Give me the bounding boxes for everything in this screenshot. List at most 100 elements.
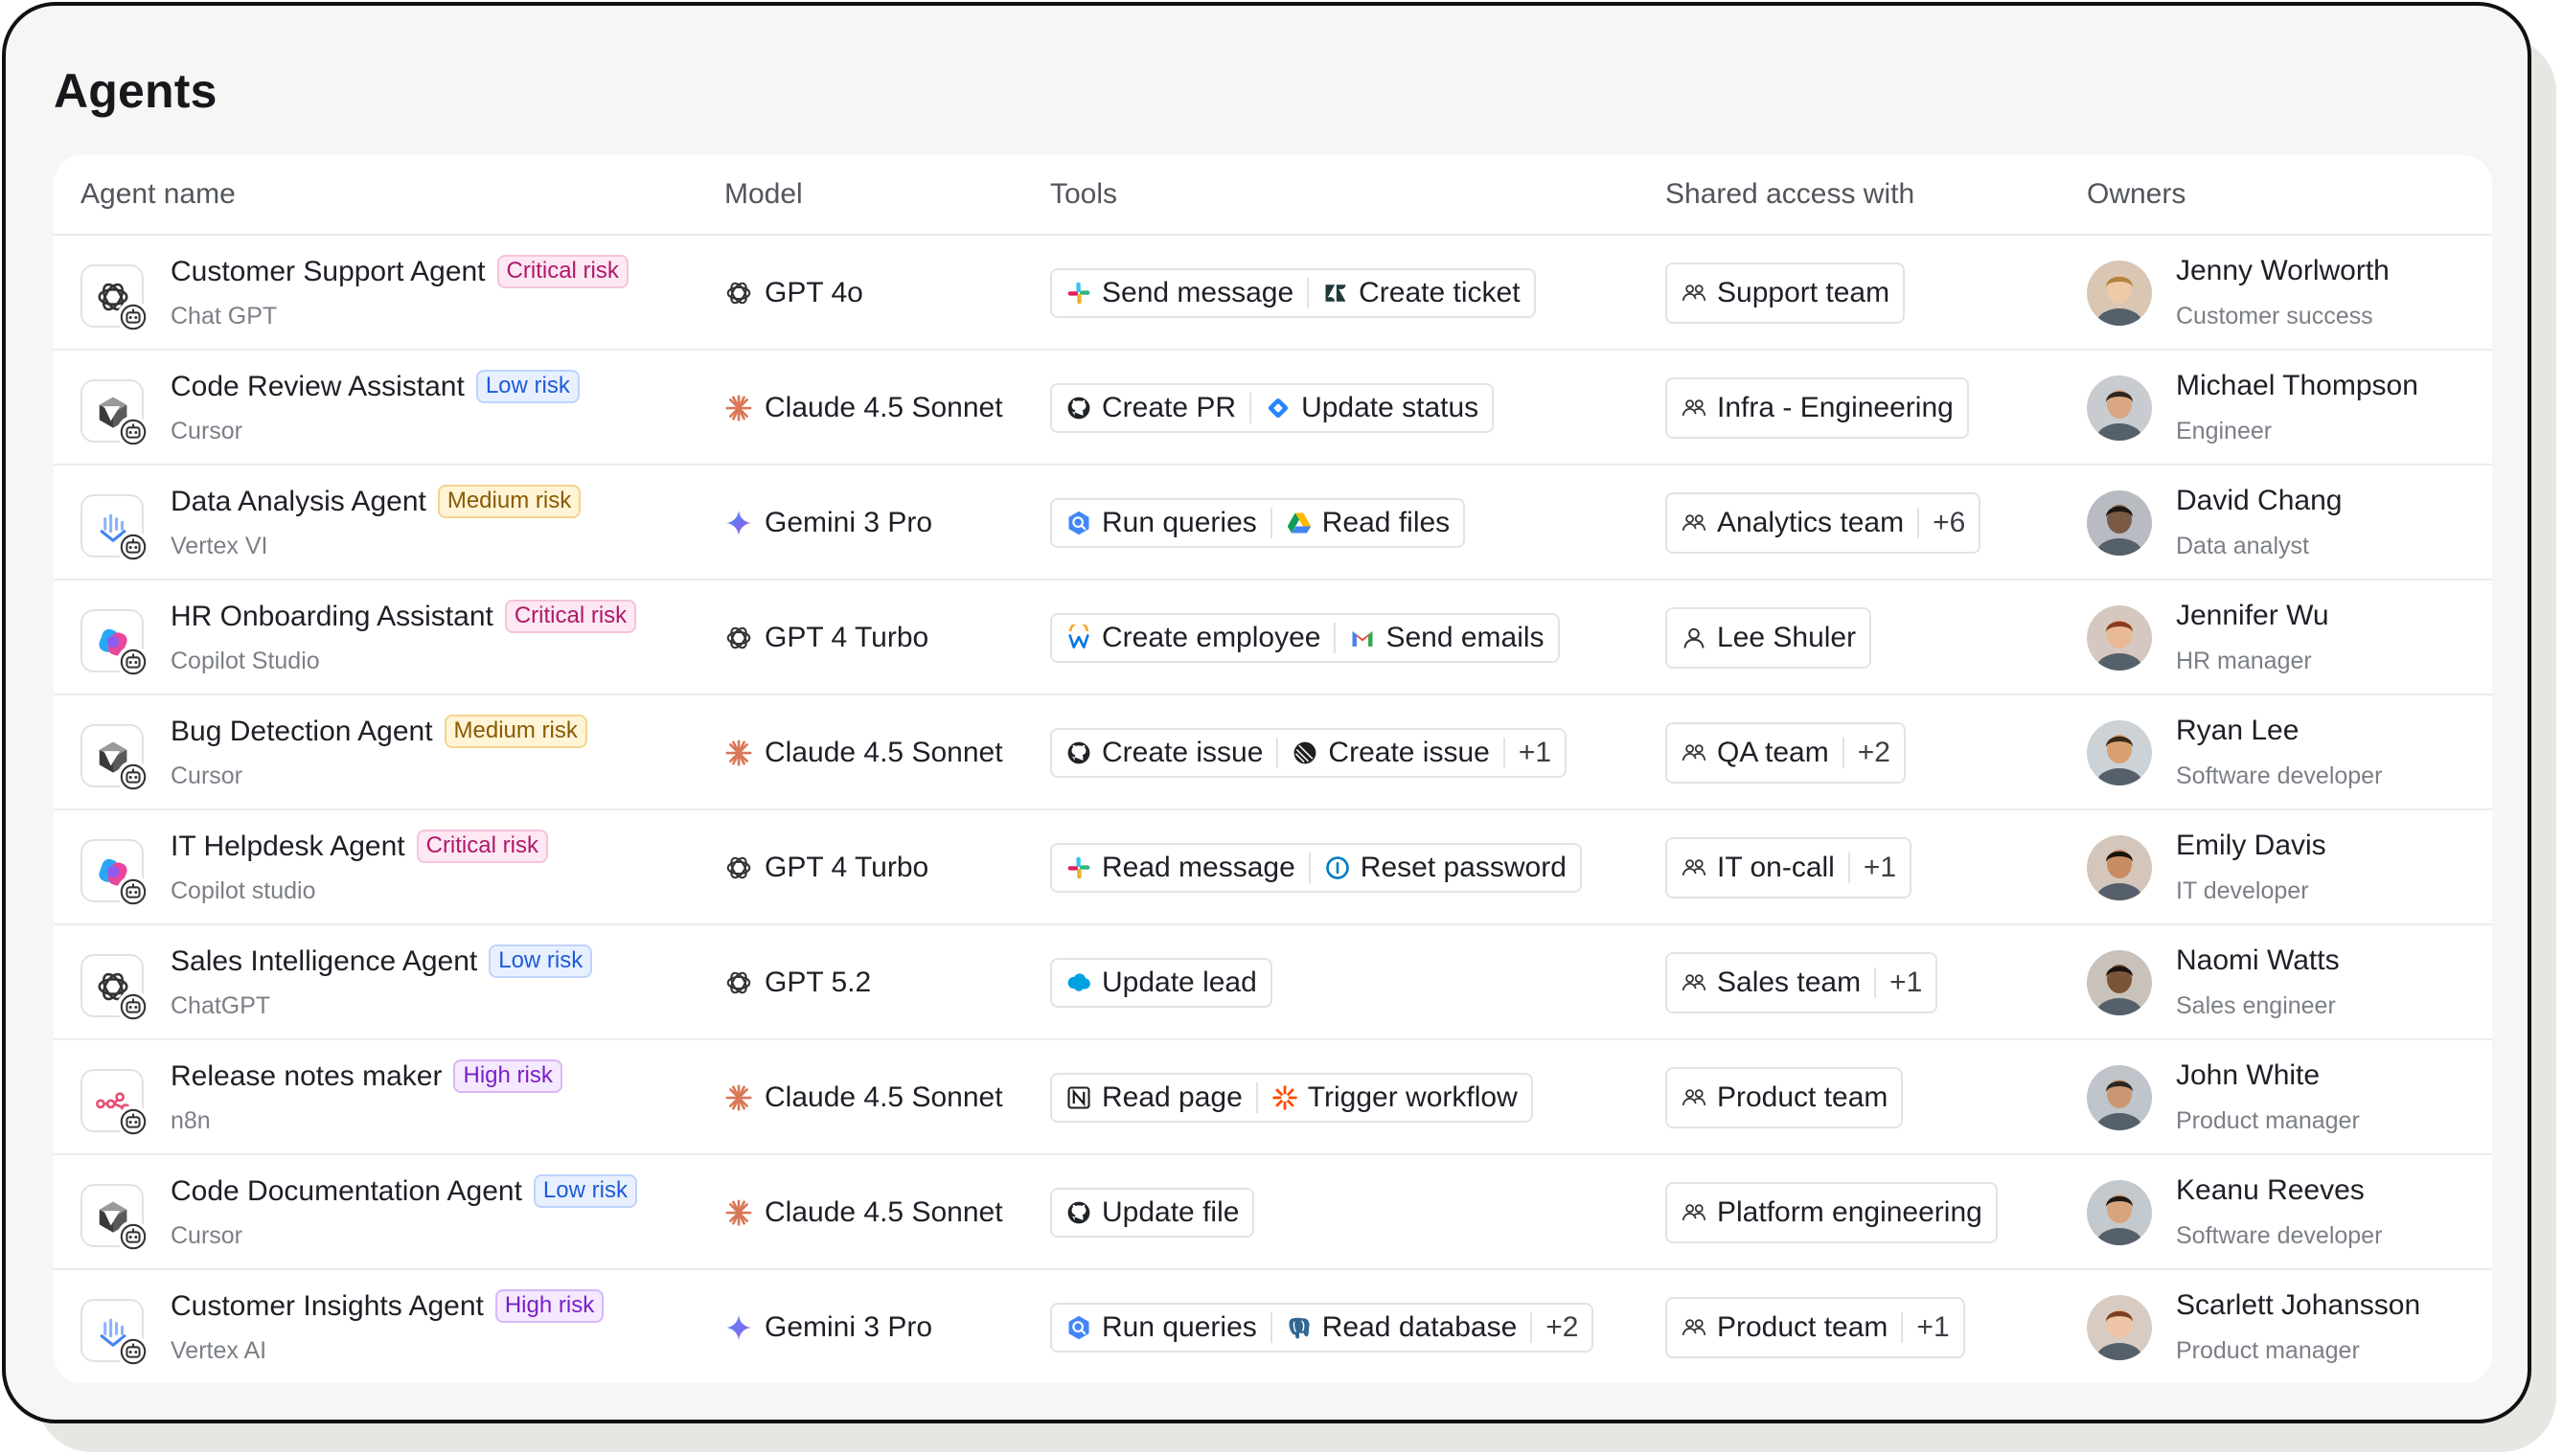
column-header-shared-access[interactable]: Shared access with: [1665, 178, 1915, 210]
shared-access-pill[interactable]: Infra - Engineering: [1665, 377, 1969, 439]
tool-item[interactable]: Read page: [1065, 1081, 1243, 1114]
avatar[interactable]: [2087, 605, 2152, 671]
tool-item[interactable]: Create issue: [1292, 737, 1490, 769]
tool-item[interactable]: Send message: [1065, 277, 1293, 309]
shared-more-count[interactable]: +1: [1916, 1311, 1950, 1343]
tool-item[interactable]: Update lead: [1065, 967, 1257, 999]
column-header-model[interactable]: Model: [724, 178, 803, 210]
tool-item[interactable]: Create issue: [1065, 737, 1263, 769]
tools-more-count[interactable]: +2: [1545, 1311, 1579, 1343]
avatar[interactable]: [2087, 1180, 2152, 1245]
shared-more-count[interactable]: +1: [1889, 967, 1923, 998]
shared-access-pill[interactable]: Platform engineering: [1665, 1182, 1998, 1243]
tool-item[interactable]: Create employee: [1065, 622, 1320, 654]
tools-pill[interactable]: Update lead: [1050, 958, 1272, 1008]
tool-item[interactable]: Trigger workflow: [1271, 1081, 1518, 1114]
tool-item[interactable]: Create PR: [1065, 392, 1236, 424]
owner-name[interactable]: Ryan Lee: [2176, 715, 2300, 746]
owner-name[interactable]: John White: [2176, 1059, 2321, 1091]
shared-more-count[interactable]: +6: [1933, 507, 1966, 538]
tool-item[interactable]: Run queries: [1065, 507, 1257, 539]
avatar[interactable]: [2087, 950, 2152, 1015]
tools-pill[interactable]: Create PR Update status: [1050, 383, 1495, 433]
shared-group: Sales team: [1681, 967, 1861, 999]
avatar[interactable]: [2087, 1295, 2152, 1360]
shared-access-pill[interactable]: Lee Shuler: [1665, 607, 1872, 669]
tool-item[interactable]: Update file: [1065, 1196, 1239, 1229]
owner-name[interactable]: Emily Davis: [2176, 830, 2326, 861]
pill-divider: [1307, 278, 1310, 308]
tool-item[interactable]: Read files: [1286, 507, 1450, 539]
tool-item[interactable]: Read message: [1065, 852, 1295, 884]
tools-pill[interactable]: Run queries Read database +2: [1050, 1303, 1594, 1353]
owner-role: Sales engineer: [2176, 992, 2336, 1019]
tool-label: Read message: [1102, 852, 1295, 883]
column-header-owners[interactable]: Owners: [2087, 178, 2186, 210]
avatar[interactable]: [2087, 375, 2152, 441]
shared-access-pill[interactable]: Product team+1: [1665, 1297, 1965, 1358]
tools-pill[interactable]: Create issue Create issue +1: [1050, 728, 1568, 778]
tool-label: Run queries: [1102, 1311, 1257, 1343]
tool-item[interactable]: Run queries: [1065, 1311, 1257, 1344]
tools-pill[interactable]: Create employee Send emails: [1050, 613, 1560, 663]
column-header-tools[interactable]: Tools: [1050, 178, 1118, 210]
shared-access-pill[interactable]: Sales team +1: [1665, 952, 1938, 1013]
tool-item[interactable]: Read database: [1286, 1311, 1517, 1344]
owner-name[interactable]: Jenny Worlworth: [2176, 255, 2390, 286]
column-header-agent-name[interactable]: Agent name: [80, 178, 236, 210]
risk-badge: High risk: [453, 1059, 562, 1093]
shared-label: Platform engineering: [1717, 1196, 1982, 1228]
tools-pill[interactable]: Send message Create ticket: [1050, 268, 1536, 318]
tools-pill[interactable]: Read message Reset password: [1050, 843, 1582, 893]
avatar[interactable]: [2087, 261, 2152, 326]
owner-name[interactable]: Keanu Reeves: [2176, 1174, 2365, 1206]
shared-access-pill[interactable]: IT on-call+1: [1665, 837, 1912, 899]
tool-item[interactable]: Send emails: [1349, 622, 1545, 654]
workday-icon: [1065, 625, 1092, 651]
avatar[interactable]: [2087, 490, 2152, 556]
tools-pill[interactable]: Run queries Read files: [1050, 498, 1466, 548]
owner-name[interactable]: Michael Thompson: [2176, 370, 2418, 401]
shared-access-pill[interactable]: Analytics team+6: [1665, 492, 1981, 554]
owner-name[interactable]: Naomi Watts: [2176, 944, 2340, 976]
shared-access-pill[interactable]: Product team: [1665, 1067, 1904, 1128]
table-header: Agent name Model Tools Shared access wit…: [54, 155, 2492, 236]
avatar[interactable]: [2087, 835, 2152, 900]
tools-pill[interactable]: Read page Trigger workflow: [1050, 1073, 1533, 1123]
avatar[interactable]: [2087, 1065, 2152, 1130]
tool-item[interactable]: Reset password: [1324, 852, 1567, 884]
shared-more-count[interactable]: +2: [1857, 737, 1890, 768]
shared-more-count[interactable]: +1: [1863, 852, 1897, 883]
shared-access-pill[interactable]: Support team: [1665, 262, 1906, 324]
owner-name[interactable]: Scarlett Johansson: [2176, 1289, 2421, 1321]
tools-more-count[interactable]: +1: [1518, 737, 1552, 768]
team-icon: [1681, 1084, 1707, 1111]
owner-name[interactable]: David Chang: [2176, 485, 2343, 516]
tools-pill[interactable]: Update file: [1050, 1188, 1255, 1238]
shared-access-pill[interactable]: QA team+2: [1665, 722, 1906, 784]
avatar[interactable]: [2087, 720, 2152, 785]
owner-name[interactable]: Jennifer Wu: [2176, 600, 2329, 631]
tool-item[interactable]: Create ticket: [1322, 277, 1521, 309]
tool-item[interactable]: Update status: [1265, 392, 1478, 424]
